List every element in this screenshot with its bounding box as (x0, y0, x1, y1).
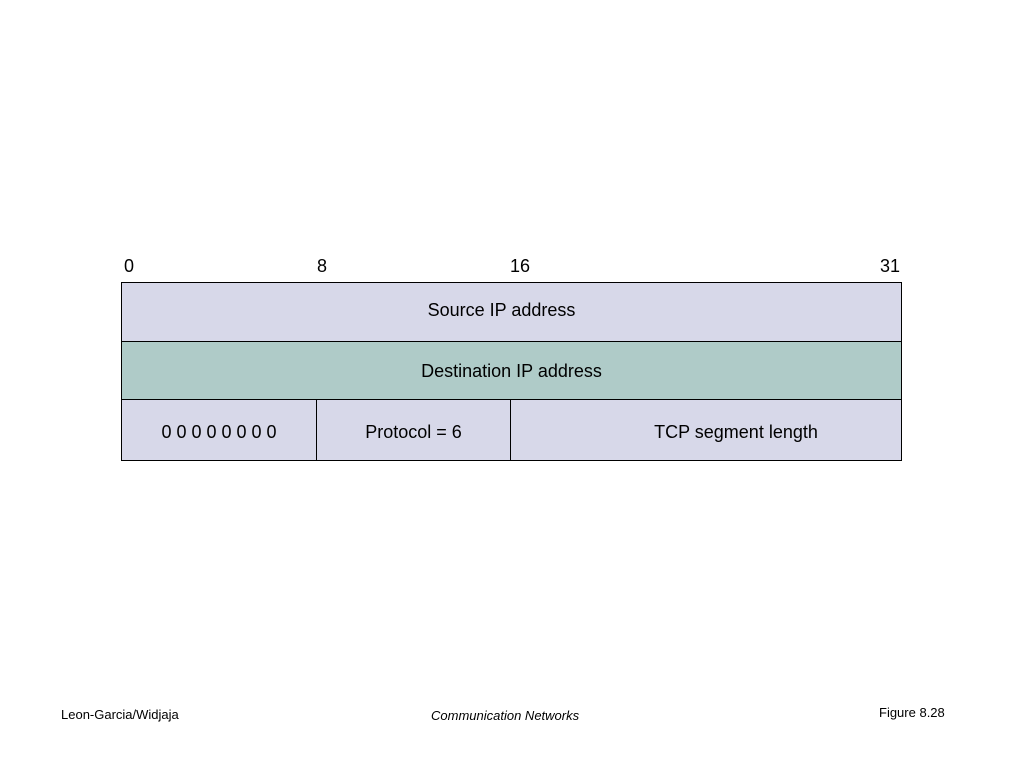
source-ip-label: Source IP address (427, 299, 576, 320)
bit-position-16-label: 16 (510, 256, 531, 276)
bit-position-31-label: 31 (880, 256, 901, 276)
footer-author: Leon-Garcia/Widjaja (61, 707, 179, 722)
tcp-segment-length-label: TCP segment length (654, 421, 818, 442)
source-ip-field: Source IP address (121, 282, 902, 342)
protocol-label: Protocol = 6 (365, 421, 462, 442)
bit-position-8-label: 8 (317, 256, 328, 276)
footer-figure-number: Figure 8.28 (879, 705, 945, 720)
tcp-segment-length-field: TCP segment length (510, 399, 902, 461)
destination-ip-label: Destination IP address (421, 361, 602, 381)
reserved-zeros-label: 0 0 0 0 0 0 0 0 (161, 421, 277, 442)
bit-position-0-label: 0 (124, 256, 135, 276)
protocol-field: Protocol = 6 (316, 399, 511, 461)
footer-book-title: Communication Networks (431, 708, 580, 723)
destination-ip-field: Destination IP address (121, 341, 902, 400)
reserved-zeros-field: 0 0 0 0 0 0 0 0 (121, 399, 317, 461)
